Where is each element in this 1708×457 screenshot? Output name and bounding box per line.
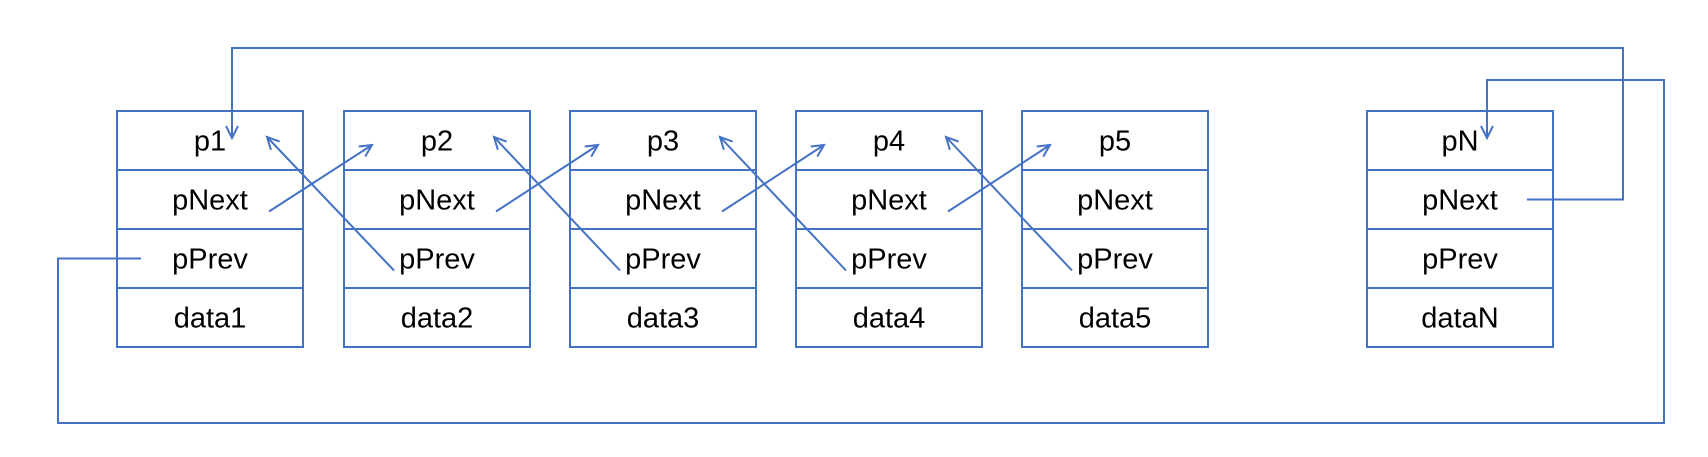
node-p4-field-0: p4 xyxy=(873,126,905,158)
node-pN-field-3: dataN xyxy=(1421,303,1498,335)
link-p2-pPrev-to-p1 xyxy=(265,135,395,272)
node-p1-field-1: pNext xyxy=(172,185,248,217)
link-p1-pNext-to-p2 xyxy=(268,143,374,213)
node-pN-field-0: pN xyxy=(1441,126,1478,158)
link-p2-pNext-to-p3 xyxy=(495,143,600,213)
node-p2-field-0: p2 xyxy=(421,126,453,158)
node-p1-field-3: data1 xyxy=(174,303,247,335)
node-p5-field-2: pPrev xyxy=(1077,244,1153,276)
node-p4-field-2: pPrev xyxy=(851,244,927,276)
link-p4-pPrev-to-p3 xyxy=(718,135,847,272)
node-pN: pN pNext pPrev dataN xyxy=(1366,110,1554,348)
node-p1: p1 pNext pPrev data1 xyxy=(116,110,304,348)
node-p1-field-2: pPrev xyxy=(172,244,248,276)
link-p3-pNext-to-p4 xyxy=(721,143,826,213)
node-p5-field-3: data5 xyxy=(1079,303,1152,335)
node-p3: p3 pNext pPrev data3 xyxy=(569,110,757,348)
node-p4-field-3: data4 xyxy=(853,303,926,335)
node-p4: p4 pNext pPrev data4 xyxy=(795,110,983,348)
node-pN-field-1: pNext xyxy=(1422,185,1498,217)
node-p5-field-1: pNext xyxy=(1077,185,1153,217)
node-p3-field-3: data3 xyxy=(627,303,700,335)
node-p5: p5 pNext pPrev data5 xyxy=(1021,110,1209,348)
node-p1-field-0: p1 xyxy=(194,126,226,158)
node-p2-field-2: pPrev xyxy=(399,244,475,276)
link-pN-pNext-to-p1 xyxy=(225,47,1624,201)
node-p4-field-1: pNext xyxy=(851,185,927,217)
node-p2-field-1: pNext xyxy=(399,185,475,217)
link-p3-pPrev-to-p2 xyxy=(492,135,621,272)
node-p2: p2 pNext pPrev data2 xyxy=(343,110,531,348)
node-p3-field-0: p3 xyxy=(647,126,679,158)
node-p3-field-2: pPrev xyxy=(625,244,701,276)
link-p1-pPrev-to-pN xyxy=(57,79,1665,424)
node-p3-field-1: pNext xyxy=(625,185,701,217)
link-p4-pNext-to-p5 xyxy=(947,143,1052,213)
node-p2-field-3: data2 xyxy=(401,303,474,335)
link-p5-pPrev-to-p4 xyxy=(944,135,1073,272)
node-pN-field-2: pPrev xyxy=(1422,244,1498,276)
node-p5-field-0: p5 xyxy=(1099,126,1131,158)
